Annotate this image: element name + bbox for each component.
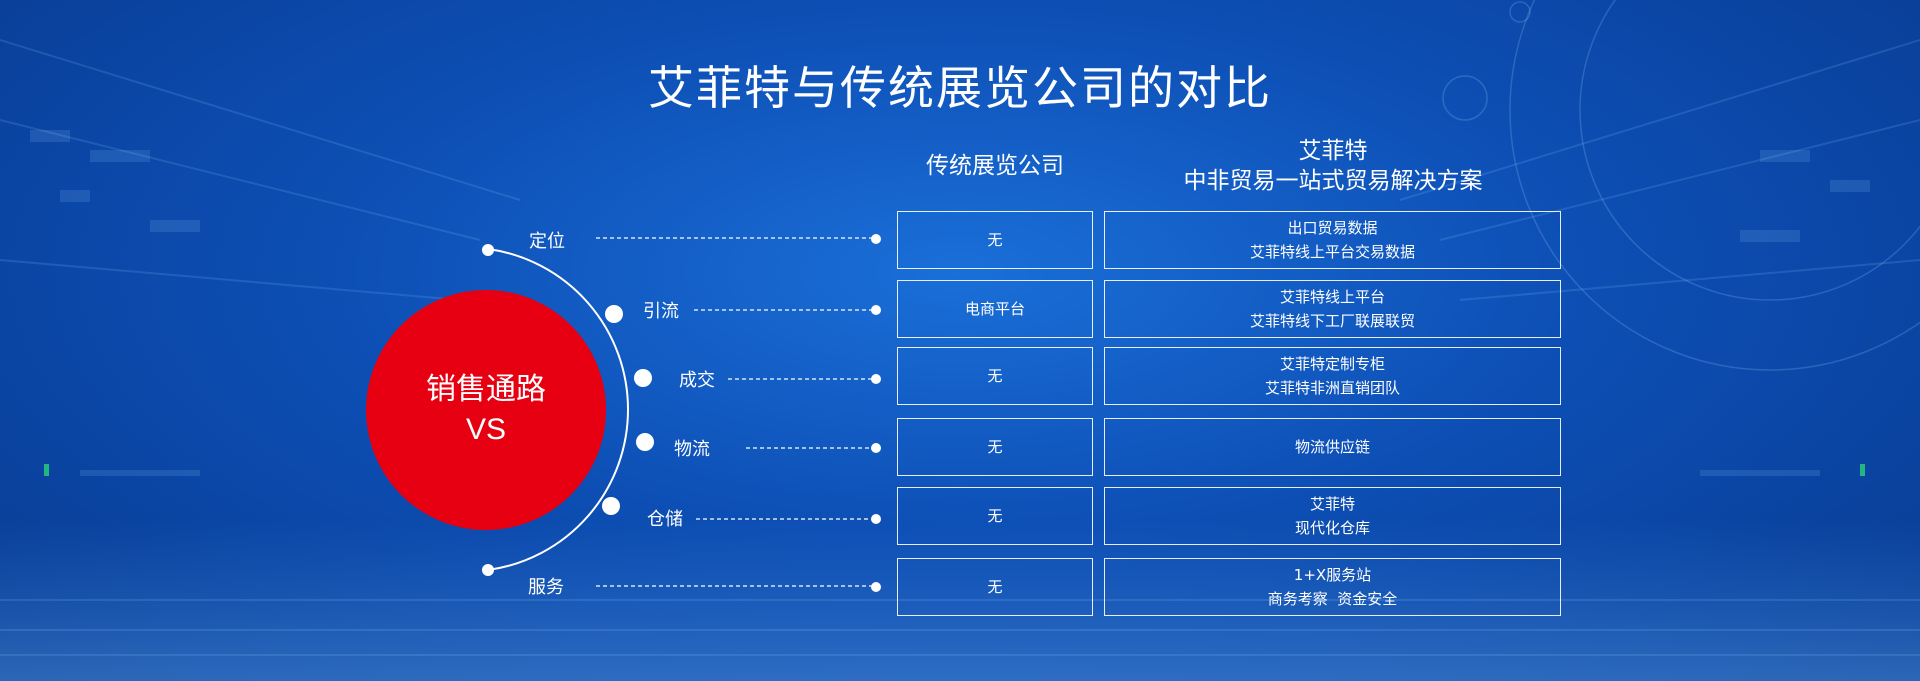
traditional-cell-text: 无 (987, 578, 1003, 596)
afet-cell-line: 艾菲特定制专柜 (1279, 355, 1385, 373)
column-header-afet-line2: 中非贸易一站式贸易解决方案 (1183, 168, 1483, 194)
end-dot-3 (871, 374, 881, 384)
arc-dot-4 (636, 433, 654, 451)
traditional-cell: 无 (897, 558, 1093, 616)
afet-cell-line: 艾菲特线下工厂联展联贸 (1249, 312, 1415, 330)
afet-cell-line: 艾菲特 (1309, 495, 1355, 513)
column-header-afet: 艾菲特 中非贸易一站式贸易解决方案 (1105, 136, 1561, 196)
row-label-deal: 成交 (679, 370, 715, 391)
afet-cell-line: 商务考察 资金安全 (1267, 590, 1398, 608)
traditional-cell-text: 无 (987, 231, 1003, 249)
traditional-cell: 无 (897, 418, 1093, 476)
afet-cell-line: 艾菲特非洲直销团队 (1264, 379, 1400, 397)
traditional-cell-text: 无 (987, 438, 1003, 456)
end-dot-5 (871, 514, 881, 524)
end-dot-6 (871, 582, 881, 592)
center-title: 销售通路 (426, 372, 546, 407)
arc-dot-3 (634, 369, 652, 387)
afet-cell: 艾菲特定制专柜 艾菲特非洲直销团队 (1104, 347, 1561, 405)
afet-cell-line: 艾菲特线上平台交易数据 (1249, 243, 1415, 261)
afet-cell: 艾菲特 现代化仓库 (1104, 487, 1561, 545)
end-dot-2 (871, 305, 881, 315)
afet-cell: 物流供应链 (1104, 418, 1561, 476)
page-title: 艾菲特与传统展览公司的对比 (648, 61, 1272, 115)
afet-cell-line: 艾菲特线上平台 (1279, 288, 1385, 306)
column-header-afet-line1: 艾菲特 (1298, 138, 1368, 164)
column-header-traditional: 传统展览公司 (926, 153, 1064, 179)
traditional-cell: 电商平台 (897, 280, 1093, 338)
afet-cell-line: 出口贸易数据 (1287, 219, 1378, 237)
arc-line (487, 248, 630, 571)
traditional-cell-text: 电商平台 (964, 300, 1025, 318)
afet-cell-line: 1+X服务站 (1293, 566, 1372, 584)
afet-cell-line: 物流供应链 (1294, 438, 1370, 456)
row-label-positioning: 定位 (529, 231, 565, 252)
row-label-warehouse: 仓储 (647, 509, 683, 530)
traditional-cell: 无 (897, 211, 1093, 269)
traditional-cell-text: 无 (987, 507, 1003, 525)
arc-dot-2 (605, 305, 623, 323)
end-dot-4 (871, 443, 881, 453)
afet-cell: 艾菲特线上平台 艾菲特线下工厂联展联贸 (1104, 280, 1561, 338)
traditional-cell: 无 (897, 347, 1093, 405)
end-dot-1 (871, 234, 881, 244)
arc-dot-1 (482, 244, 494, 256)
afet-cell: 出口贸易数据 艾菲特线上平台交易数据 (1104, 211, 1561, 269)
traditional-cell: 无 (897, 487, 1093, 545)
center-circle: 销售通路 VS (366, 290, 606, 530)
afet-cell-line: 现代化仓库 (1294, 519, 1370, 537)
row-label-service: 服务 (528, 577, 564, 598)
arc-dot-5 (602, 497, 620, 515)
center-vs: VS (465, 413, 507, 446)
arc-dot-6 (482, 564, 494, 576)
traditional-cell-text: 无 (987, 367, 1003, 385)
afet-cell: 1+X服务站 商务考察 资金安全 (1104, 558, 1561, 616)
row-label-traffic: 引流 (643, 301, 679, 322)
row-label-logistics: 物流 (674, 439, 710, 460)
